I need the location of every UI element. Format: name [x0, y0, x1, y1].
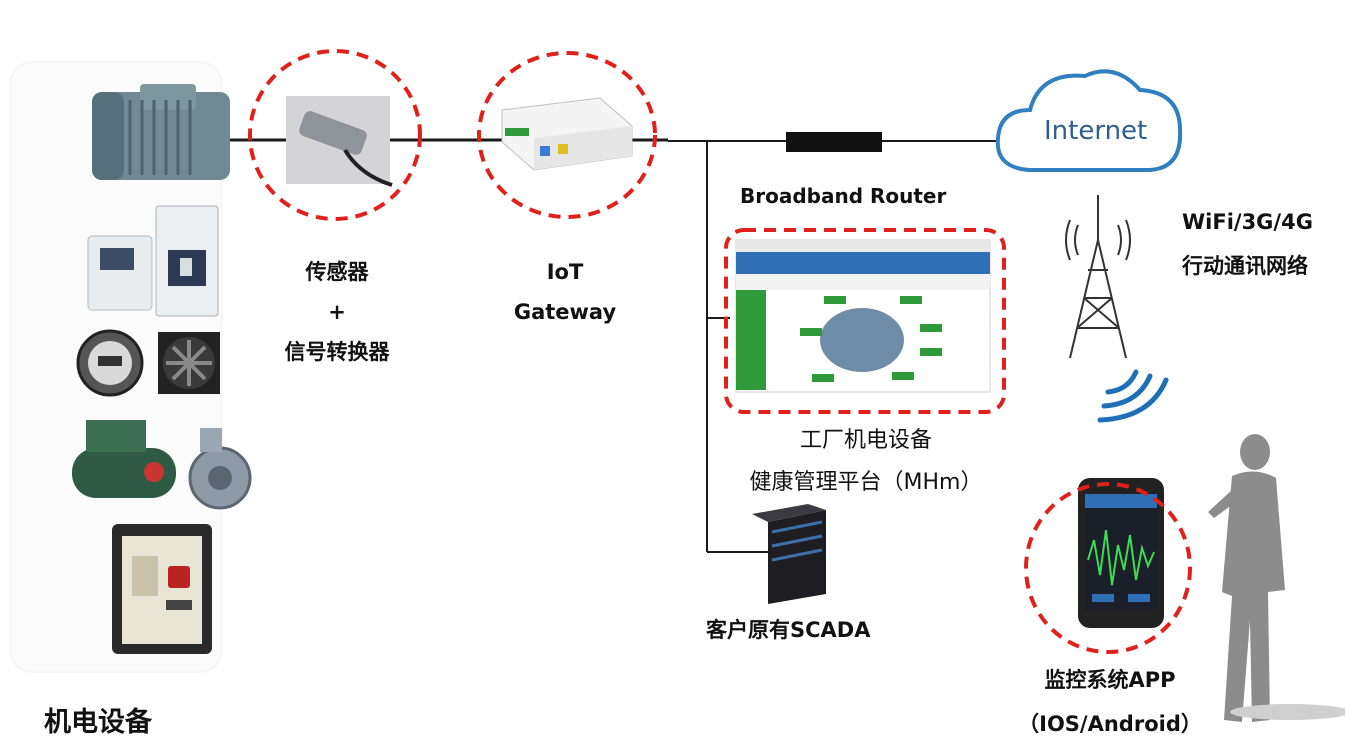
inverter-icon	[87, 235, 153, 311]
app-highlight	[1024, 482, 1192, 654]
sensor-icon	[286, 96, 393, 187]
wireless-label-line2: 行动通讯网络	[1182, 254, 1308, 278]
compressor-icon	[72, 420, 176, 498]
gateway-highlight	[477, 51, 657, 219]
scada-label: 客户原有SCADA	[706, 618, 871, 642]
gateway-label-line1: IoT	[546, 260, 584, 284]
platform-label: 工厂机电设备 健康管理平台（MHm）	[716, 420, 1016, 504]
gateway-icon	[501, 97, 633, 171]
person-icon	[1208, 434, 1345, 722]
smartphone-icon	[1078, 478, 1164, 628]
sensor-label: 传感器 + 信号转换器	[262, 252, 412, 372]
sensor-label-line3: 信号转换器	[284, 340, 390, 364]
gateway-label: IoT Gateway	[495, 252, 635, 332]
wireless-label: WiFi/3G/4G 行动通讯网络	[1182, 200, 1313, 288]
wireless-label-line1: WiFi/3G/4G	[1182, 210, 1313, 234]
platform-label-line1: 工厂机电设备	[799, 428, 932, 453]
pump-icon	[188, 428, 252, 510]
app-label: 监控系统APP （IOS/Android）	[1010, 658, 1210, 746]
server-icon	[752, 504, 826, 604]
router-label: Broadband Router	[740, 184, 947, 208]
highlight-circles	[248, 49, 1192, 654]
wifi-wave-icon	[1097, 369, 1169, 423]
platform-screen-icon	[735, 239, 991, 393]
circuit-breaker-icon	[112, 524, 212, 654]
sensor-highlight	[248, 49, 422, 221]
platform-label-line2: 健康管理平台（MHm）	[749, 470, 983, 495]
gateway-label-line2: Gateway	[513, 300, 617, 324]
fan-icon	[158, 332, 220, 394]
sensor-label-line2: +	[328, 300, 346, 324]
sensor-label-line1: 传感器	[305, 260, 369, 284]
platform-highlight	[724, 228, 1006, 414]
cloud-icon	[995, 69, 1183, 172]
app-label-line1: 监控系统APP	[1044, 668, 1176, 692]
breaker-icon	[155, 205, 219, 317]
app-label-line2: （IOS/Android）	[1018, 712, 1202, 736]
cell-tower-icon	[1065, 195, 1131, 359]
router-icon	[786, 132, 882, 152]
equipment-label: 机电设备	[44, 707, 152, 738]
motor-icon	[92, 84, 230, 180]
internet-label: Internet	[1044, 116, 1148, 146]
meter-icon	[76, 329, 144, 397]
